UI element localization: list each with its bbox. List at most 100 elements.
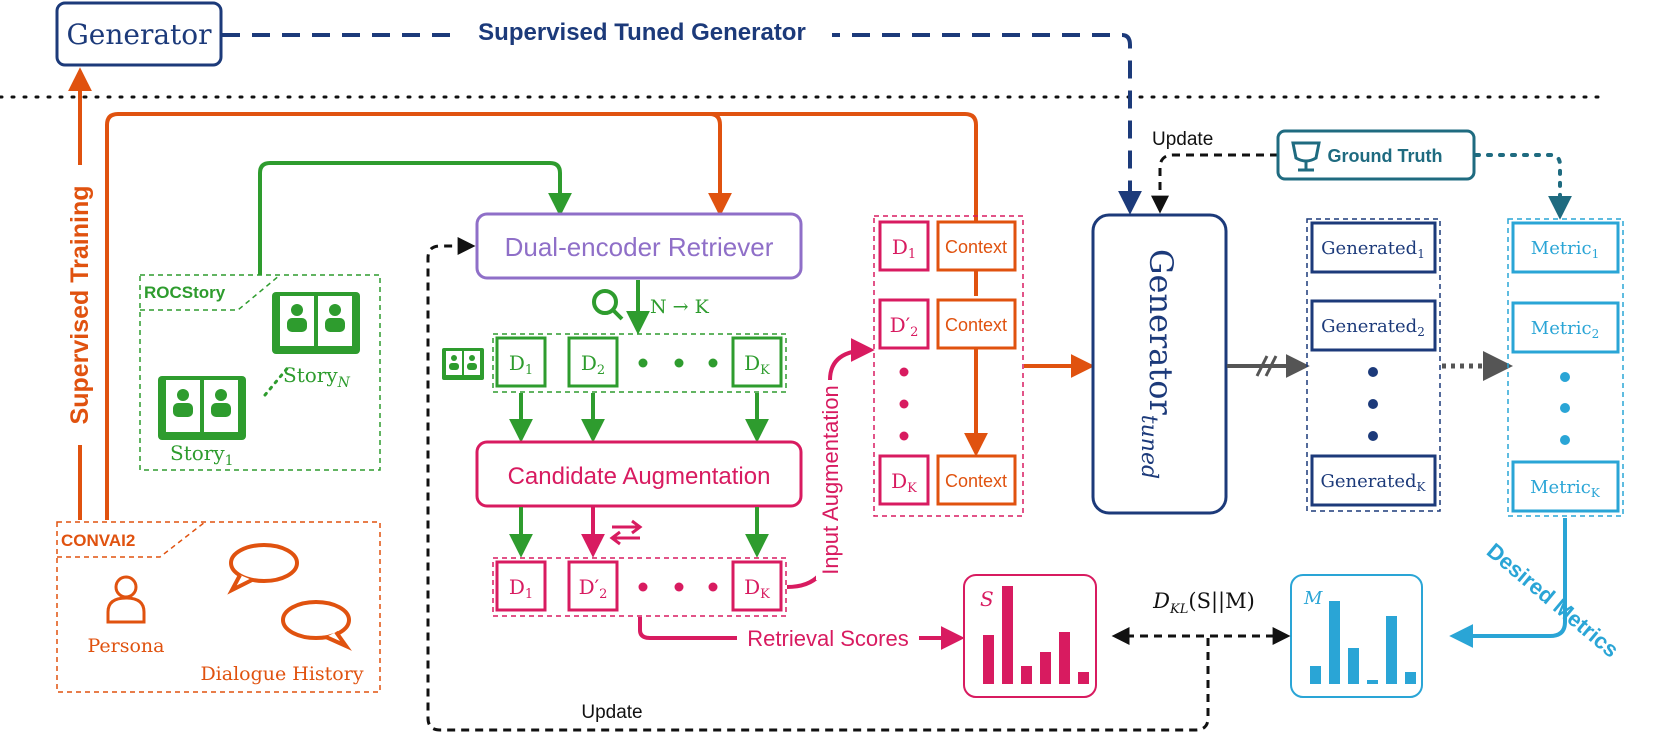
generated-k: GeneratedK — [1310, 454, 1437, 507]
story-1-label: Story — [170, 441, 225, 465]
context-row-2: D′2 Context — [878, 298, 1017, 350]
convai-panel: CONVAI2 Persona Dialogue History — [56, 521, 381, 693]
svg-text:Context: Context — [945, 471, 1007, 491]
generator-tuned-sub: tuned — [1136, 415, 1161, 479]
s-label: S — [980, 587, 994, 611]
n-to-k-label: N → K — [650, 296, 710, 318]
s-histogram: S — [963, 574, 1097, 698]
ellipsis-dot — [1368, 367, 1378, 377]
input-augmentation-label: Input Augmentation — [818, 385, 843, 575]
histogram-bar — [1002, 586, 1013, 684]
histogram-bar — [1040, 652, 1051, 684]
ellipsis-dot — [1560, 372, 1570, 382]
convai-route — [105, 112, 978, 520]
supervised-tuned-label: Supervised Tuned Generator — [478, 19, 806, 46]
book-icon — [442, 348, 484, 380]
update-label-top: Update — [1152, 129, 1213, 150]
histogram-bar — [1059, 632, 1070, 684]
ellipsis-dot — [1560, 403, 1570, 413]
input-augmentation-bg — [816, 380, 842, 580]
svg-text:DK: DK — [744, 351, 770, 378]
histogram-bar — [1405, 672, 1416, 684]
retrieval-scores-label: Retrieval Scores — [747, 626, 908, 651]
augmented-d1: D1 — [495, 560, 547, 612]
ground-truth-box: Ground Truth — [1276, 129, 1476, 181]
trophy-icon — [1291, 141, 1321, 172]
m-label: M — [1303, 588, 1323, 609]
update-loop-arrow — [426, 237, 1210, 732]
metric-k: MetricK — [1511, 460, 1620, 513]
update-arrow-top — [1151, 153, 1278, 214]
retrieval-scores-arrow — [638, 617, 965, 650]
speech-bubble-icon — [227, 543, 299, 595]
svg-text:Context: Context — [945, 237, 1007, 257]
svg-text:Metric1: Metric1 — [1531, 238, 1599, 261]
svg-text:Generated2: Generated2 — [1321, 316, 1425, 339]
ellipsis-dot — [708, 358, 718, 368]
ellipsis-dot — [899, 367, 909, 377]
svg-text:D1: D1 — [509, 351, 533, 378]
desired-metrics-label: Desired Metrics — [1482, 538, 1624, 662]
histogram-bar — [1386, 616, 1397, 684]
svg-text:GeneratedK: GeneratedK — [1321, 471, 1427, 494]
svg-text:StoryN: StoryN — [283, 363, 351, 391]
rocstory-title: ROCStory — [144, 283, 226, 302]
supervised-training-label: Supervised Training — [66, 186, 94, 425]
svg-text:D1: D1 — [892, 235, 916, 262]
ground-truth-to-metric-arrow — [1474, 153, 1572, 220]
ellipsis-dot — [638, 358, 648, 368]
ellipsis-dot — [899, 399, 909, 409]
desired-metrics-arrow — [1449, 518, 1567, 648]
story-n-label: Story — [283, 363, 338, 387]
break-mark — [1255, 355, 1269, 377]
supervised-tuned-label-bg — [452, 14, 832, 50]
book-icon — [272, 292, 360, 354]
generator-label: Generator — [66, 18, 212, 51]
retrieved-dk: DK — [731, 336, 783, 388]
dual-encoder-retriever: Dual-encoder Retriever — [475, 212, 803, 280]
candidate-augmentation: Candidate Augmentation — [475, 440, 803, 508]
svg-text:D2: D2 — [581, 351, 605, 378]
ellipsis-dot — [674, 582, 684, 592]
supervised-training-bg — [66, 165, 94, 445]
rocstory-to-retriever-arrow — [258, 161, 572, 275]
svg-text:Generatortuned: Generatortuned — [1136, 249, 1180, 479]
context-column — [873, 215, 1024, 517]
rocstory-panel: ROCStory StoryN Story1 — [139, 274, 381, 471]
ellipsis-dot — [708, 582, 718, 592]
metric-2: Metric2 — [1511, 301, 1620, 354]
story-1-sub: 1 — [225, 453, 234, 469]
metric-column — [1507, 218, 1624, 517]
convai-title: CONVAI2 — [61, 531, 135, 550]
svg-text:D′2: D′2 — [890, 313, 919, 340]
story-n-sub: N — [337, 375, 351, 391]
retrieved-d2: D2 — [567, 336, 619, 388]
dialogue-history-label: Dialogue History — [200, 663, 363, 685]
ground-truth-label: Ground Truth — [1328, 146, 1443, 166]
persona-label: Persona — [87, 635, 164, 657]
retrieved-d1: D1 — [495, 336, 547, 388]
svg-text:D′2: D′2 — [579, 575, 608, 602]
svg-text:DK: DK — [891, 469, 917, 496]
m-histogram: M — [1290, 574, 1423, 698]
supervised-tuned-arrow — [222, 33, 1142, 215]
break-mark — [1264, 355, 1278, 377]
histogram-bar — [1329, 601, 1340, 684]
generated-2: Generated2 — [1310, 299, 1437, 352]
augmented-row — [492, 557, 787, 617]
generated-column — [1306, 218, 1441, 512]
retriever-label: Dual-encoder Retriever — [505, 232, 774, 262]
augmented-dk: DK — [731, 560, 783, 612]
search-icon — [592, 289, 624, 321]
svg-text:MetricK: MetricK — [1530, 477, 1601, 500]
ellipsis-dot — [638, 582, 648, 592]
histogram-bar — [1310, 666, 1321, 684]
metric-1: Metric1 — [1511, 221, 1620, 274]
svg-text:DK: DK — [744, 575, 770, 602]
kl-label: DKL(S||M) — [1152, 589, 1255, 617]
generator-tuned-label: Generator — [1142, 249, 1180, 416]
svg-text:D1: D1 — [509, 575, 533, 602]
convai-to-retriever-arrow — [708, 112, 732, 217]
histogram-bar — [1021, 666, 1032, 684]
